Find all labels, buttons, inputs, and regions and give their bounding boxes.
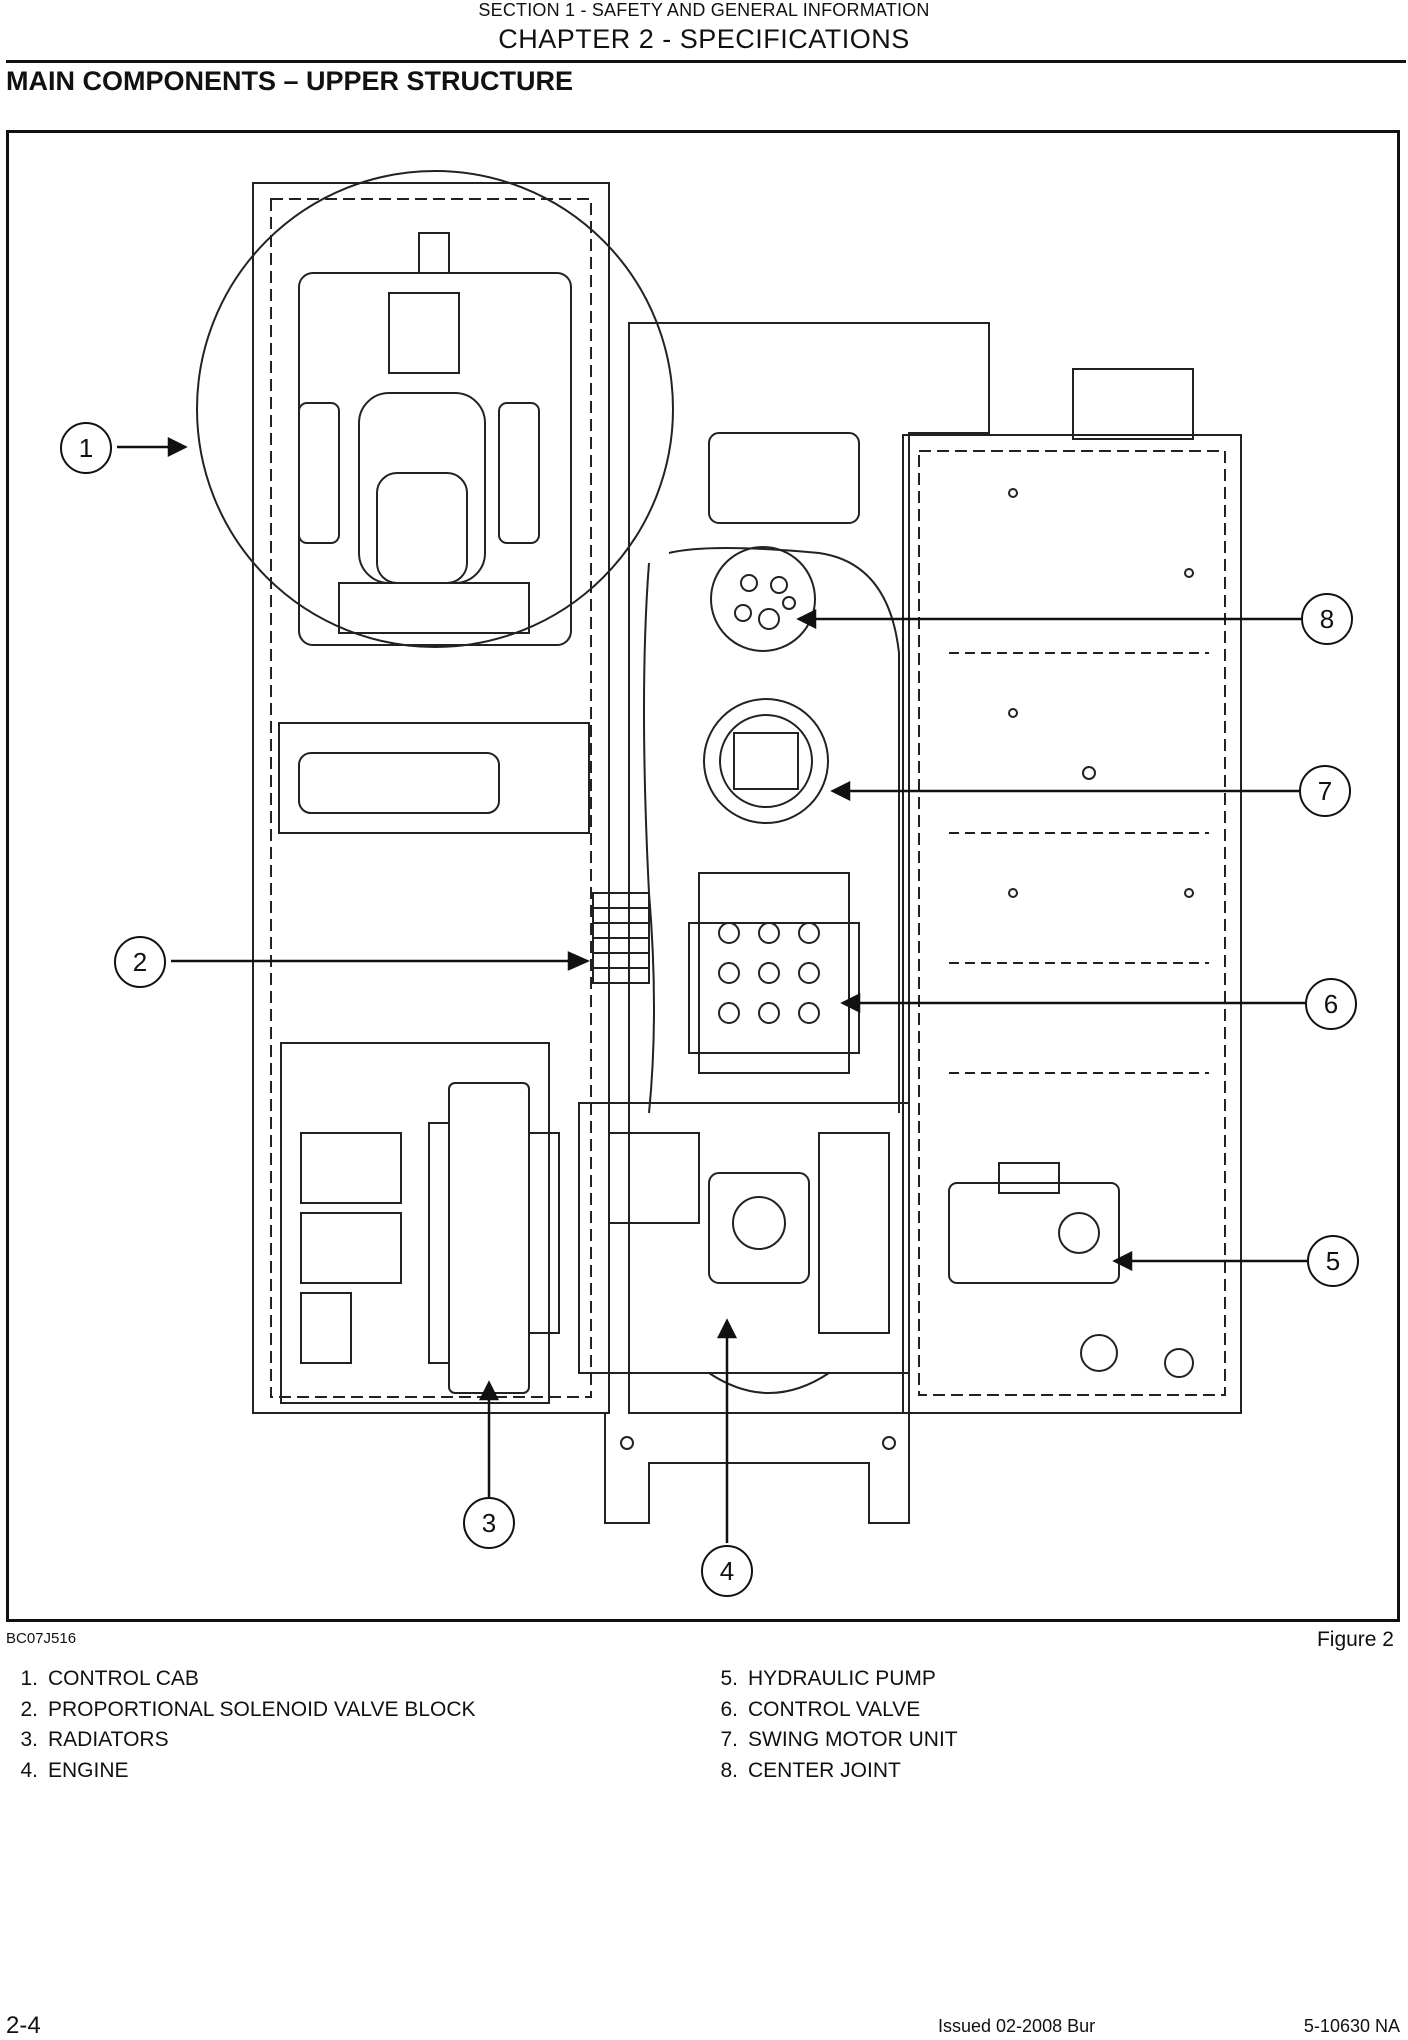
top-box bbox=[1072, 368, 1194, 440]
callout-2: 2 bbox=[114, 936, 166, 988]
radiator-core bbox=[448, 1082, 530, 1394]
engine-block bbox=[578, 1102, 910, 1374]
center-joint bbox=[710, 546, 816, 652]
battery-2 bbox=[300, 1212, 402, 1284]
hydraulic-pump bbox=[948, 1182, 1120, 1284]
control-valve bbox=[698, 872, 850, 1074]
legend-right: 5.HYDRAULIC PUMP 6.CONTROL VALVE 7.SWING… bbox=[710, 1664, 958, 1786]
leader-lines bbox=[117, 436, 1307, 1543]
swing-motor bbox=[703, 698, 829, 824]
left-panel bbox=[278, 722, 590, 834]
battery-3 bbox=[300, 1292, 352, 1364]
document-number: 5-10630 NA bbox=[1303, 2016, 1400, 2036]
upper-structure-illustration bbox=[117, 170, 1307, 1543]
figure-label: Figure 2 bbox=[1316, 1628, 1394, 1651]
callout-7: 7 bbox=[1299, 765, 1351, 817]
callout-5: 5 bbox=[1307, 1235, 1359, 1287]
header-rule bbox=[6, 60, 1406, 63]
center-cutout bbox=[708, 432, 860, 524]
battery-1 bbox=[300, 1132, 402, 1204]
callout-8: 8 bbox=[1301, 593, 1353, 645]
page-number: 2-4 bbox=[6, 2012, 41, 2039]
legend-item: 6.CONTROL VALVE bbox=[720, 1697, 921, 1721]
section-title: MAIN COMPONENTS – UPPER STRUCTURE bbox=[6, 66, 574, 96]
callout-3: 3 bbox=[463, 1497, 515, 1549]
frame-right bbox=[902, 434, 1242, 1414]
legend-item: 2.PROPORTIONAL SOLENOID VALVE BLOCK bbox=[20, 1697, 476, 1721]
rear-bracket bbox=[604, 1413, 910, 1524]
legend-item: 7.SWING MOTOR UNIT bbox=[720, 1728, 958, 1751]
legend-left: 1.CONTROL CAB 2.PROPORTIONAL SOLENOID VA… bbox=[10, 1664, 476, 1786]
hose-right bbox=[668, 547, 900, 1113]
cab-circle bbox=[196, 170, 674, 648]
callout-1: 1 bbox=[60, 422, 112, 474]
legend-item: 8.CENTER JOINT bbox=[720, 1758, 901, 1782]
chapter-header: CHAPTER 2 - SPECIFICATIONS bbox=[498, 24, 910, 54]
section-header: SECTION 1 - SAFETY AND GENERAL INFORMATI… bbox=[478, 0, 930, 20]
frame-right-dashed bbox=[918, 450, 1226, 1396]
callout-4: 4 bbox=[701, 1545, 753, 1597]
frame-left bbox=[252, 182, 610, 1414]
legend-item: 4.ENGINE bbox=[20, 1758, 129, 1782]
battery-compartment bbox=[280, 1042, 550, 1404]
hose-left bbox=[643, 562, 655, 1114]
frame-center bbox=[628, 322, 990, 1414]
frame-left-dashed bbox=[270, 198, 592, 1398]
callout-6: 6 bbox=[1305, 978, 1357, 1030]
legend-item: 5.HYDRAULIC PUMP bbox=[720, 1667, 936, 1690]
figure-frame: 1 2 3 4 5 6 7 8 bbox=[6, 130, 1400, 1622]
legend-item: 3.RADIATORS bbox=[20, 1728, 169, 1751]
figure-id: BC07J516 bbox=[6, 1630, 77, 1647]
legend-item: 1.CONTROL CAB bbox=[20, 1667, 199, 1690]
issue-date: Issued 02-2008 Bur bbox=[938, 2016, 1096, 2036]
